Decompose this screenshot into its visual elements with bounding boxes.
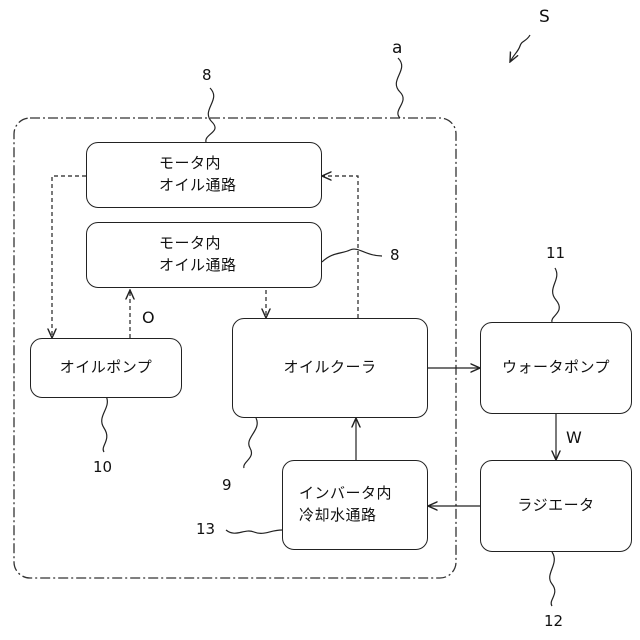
ref-12: 12: [544, 612, 563, 630]
oil-cooler-box: オイルクーラ: [232, 318, 428, 418]
oil-pump-box: オイルポンプ: [30, 338, 182, 398]
unit-leader: [396, 58, 403, 118]
ref-8-top: 8: [202, 66, 212, 84]
oil-path-cooler-to-motor: [322, 176, 358, 318]
ref-11: 11: [546, 244, 565, 262]
ref-10: 10: [93, 458, 112, 476]
ref-13: 13: [196, 520, 215, 538]
water-flow-label: W: [566, 428, 582, 447]
system-arrow: [510, 35, 530, 62]
ref-9-leader: [244, 418, 257, 468]
ref-8-right-leader: [322, 249, 382, 262]
ref-10-leader: [102, 396, 108, 452]
ref-11-leader: [552, 268, 559, 322]
ref-9: 9: [222, 476, 232, 494]
oil-path-motor-to-pump: [52, 176, 86, 338]
water-pump-box: ウォータポンプ: [480, 322, 632, 414]
ref-8-right: 8: [390, 246, 400, 264]
motor-oil-passage-2-line2: オイル通路: [159, 255, 237, 277]
oil-pump-label: オイルポンプ: [60, 357, 153, 379]
inverter-line2: 冷却水通路: [299, 505, 377, 527]
unit-label: a: [392, 38, 402, 58]
ref-12-leader: [550, 552, 555, 606]
radiator-label: ラジエータ: [517, 495, 594, 517]
system-label: S: [539, 7, 550, 27]
ref-8-top-leader: [206, 88, 215, 142]
motor-oil-passage-1-line2: オイル通路: [159, 175, 237, 197]
inverter-line1: インバータ内: [299, 483, 392, 505]
motor-oil-passage-1-line1: モータ内: [159, 153, 221, 175]
oil-cooler-label: オイルクーラ: [283, 357, 376, 379]
oil-flow-label: O: [142, 308, 155, 327]
radiator-box: ラジエータ: [480, 460, 632, 552]
motor-oil-passage-2-line1: モータ内: [159, 233, 221, 255]
motor-oil-passage-box-2: モータ内 オイル通路: [86, 222, 322, 288]
water-pump-label: ウォータポンプ: [502, 357, 610, 379]
ref-13-leader: [226, 530, 282, 533]
motor-oil-passage-box-1: モータ内 オイル通路: [86, 142, 322, 208]
inverter-coolant-passage-box: インバータ内 冷却水通路: [282, 460, 428, 550]
